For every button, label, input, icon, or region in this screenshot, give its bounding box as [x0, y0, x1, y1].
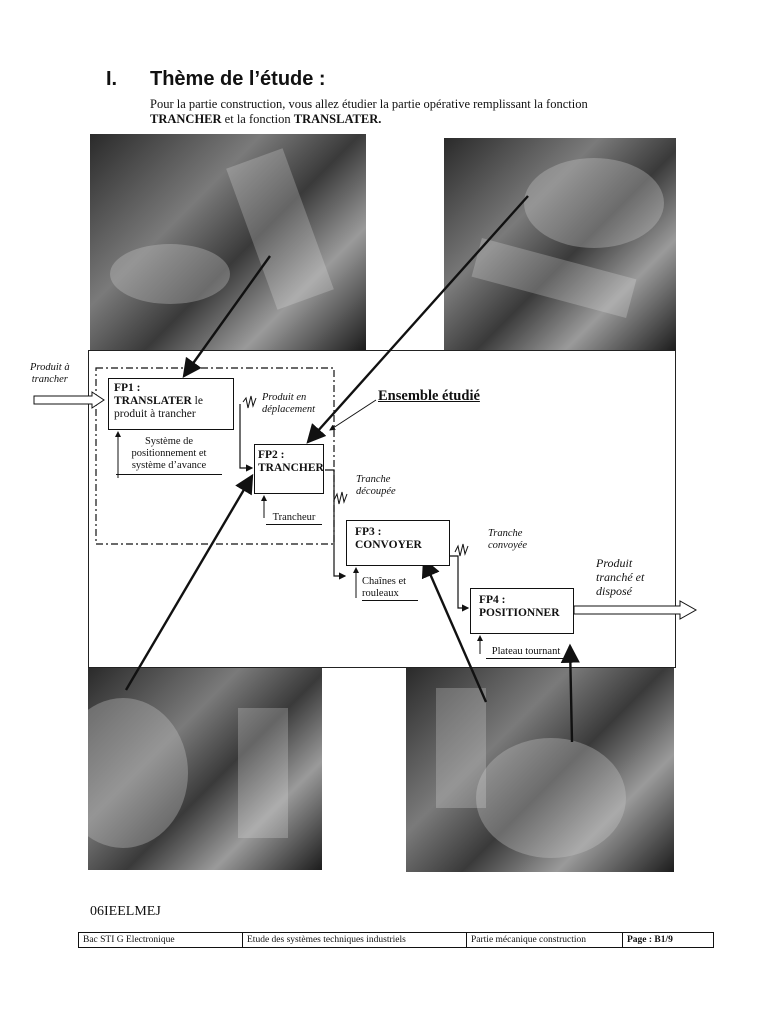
fp2-support-text: Trancheur: [272, 512, 316, 523]
fp1-support-line2: positionnement et: [131, 448, 207, 459]
photo-slicer-top-left: [90, 134, 366, 350]
studied-ensemble-boundary: [95, 367, 335, 545]
fp1-title: TRANSLATER: [114, 395, 192, 407]
flow-fp2-fp3: [325, 469, 347, 580]
fp3-support: Chaînes et rouleaux: [362, 576, 418, 601]
pointer-photo2-fp2: [306, 195, 529, 444]
intro-strong-trancher: TRANCHER: [150, 112, 222, 126]
fp1-support-line3: système d’avance: [131, 460, 207, 471]
fp2-out-line1: Tranche: [356, 474, 391, 485]
pointer-photo3-fp2: [124, 473, 254, 691]
document-code: 06IEELMEJ: [90, 904, 161, 919]
pointer-photo4-fp4: [560, 643, 580, 743]
fp1-line3: produit à trancher: [114, 408, 196, 420]
fp4-support-text: Plateau tournant: [491, 646, 561, 657]
output-label-line3: disposé: [596, 584, 632, 598]
fp2-box: FP2 : TRANCHER: [254, 444, 324, 494]
intro-line1: Pour la partie construction, vous allez …: [150, 97, 588, 111]
fp1-support-line1: Système de: [144, 436, 194, 447]
footer-table: Bac STI G Electronique Etude des système…: [78, 932, 714, 948]
fp4-box: FP4 : POSITIONNER: [470, 588, 574, 634]
fp2-out-line2: découpée: [356, 486, 396, 497]
intro-paragraph: Pour la partie construction, vous allez …: [150, 97, 670, 127]
input-label-line2: trancher: [31, 374, 68, 385]
fp2-title: TRANCHER: [258, 462, 324, 474]
zigzag-fp1: [242, 395, 257, 409]
section-number: I.: [106, 68, 118, 90]
fp3-output-label: Tranche convoyée: [488, 528, 527, 552]
fp4-code: FP4 :: [479, 594, 506, 606]
fp4-title: POSITIONNER: [479, 607, 560, 619]
fp4-support: Plateau tournant: [486, 646, 566, 659]
pointer-photo1-fp1: [182, 255, 271, 378]
output-label-line1: Produit: [596, 556, 633, 570]
photo-slicer-top-right: [444, 138, 676, 350]
fp2-support: Trancheur: [266, 512, 322, 525]
fp2-output-label: Tranche découpée: [356, 474, 396, 498]
footer-cell-page: Page : B1/9: [627, 935, 673, 945]
fp1-out-line1: Produit en: [262, 392, 307, 403]
photo-slicer-bottom-right: [406, 668, 674, 872]
zigzag-fp2: [333, 491, 348, 505]
output-product-arrow: [573, 600, 698, 620]
output-label: Produit tranché et disposé: [596, 556, 644, 598]
ensemble-pointer: [329, 399, 377, 431]
fp3-support-line1: Chaînes et: [362, 576, 407, 587]
section-title: Thème de l’étude :: [150, 68, 326, 90]
fp3-out-line2: convoyée: [488, 540, 528, 551]
fp2-code: FP2 :: [258, 449, 285, 461]
fp1-code: FP1 :: [114, 382, 141, 394]
fp3-code: FP3 :: [355, 526, 382, 538]
footer-cell-part: Partie mécanique construction: [467, 933, 623, 947]
fp3-box: FP3 : CONVOYER: [346, 520, 450, 566]
fp3-title: CONVOYER: [355, 539, 422, 551]
output-label-line2: tranché et: [596, 570, 645, 584]
input-label-line1: Produit à: [30, 362, 70, 373]
flow-fp3-fp4: [450, 555, 470, 612]
fp1-out-line2: déplacement: [262, 404, 316, 415]
fp1-suffix: le: [191, 395, 203, 407]
fp3-support-line2: rouleaux: [362, 588, 399, 599]
input-product-arrow: [33, 391, 105, 409]
fp3-out-line1: Tranche: [488, 528, 523, 539]
footer-cell-subject: Etude des systèmes techniques industriel…: [243, 933, 467, 947]
fp1-output-label: Produit en déplacement: [262, 392, 315, 416]
input-label: Produit à trancher: [30, 362, 70, 386]
intro-mid: et la fonction: [221, 112, 294, 126]
zigzag-fp3: [454, 543, 469, 557]
footer-cell-course: Bac STI G Electronique: [79, 933, 243, 947]
photo-slicer-bottom-left: [88, 668, 322, 870]
pointer-photo4-fp3: [421, 557, 488, 703]
ensemble-etudie-label: Ensemble étudié: [378, 388, 480, 404]
flow-fp1-fp2: [239, 404, 254, 472]
fp1-support: Système de positionnement et système d’a…: [116, 436, 222, 475]
fp1-box: FP1 : TRANSLATER le produit à trancher: [108, 378, 234, 430]
intro-strong-translater: TRANSLATER.: [293, 112, 382, 126]
